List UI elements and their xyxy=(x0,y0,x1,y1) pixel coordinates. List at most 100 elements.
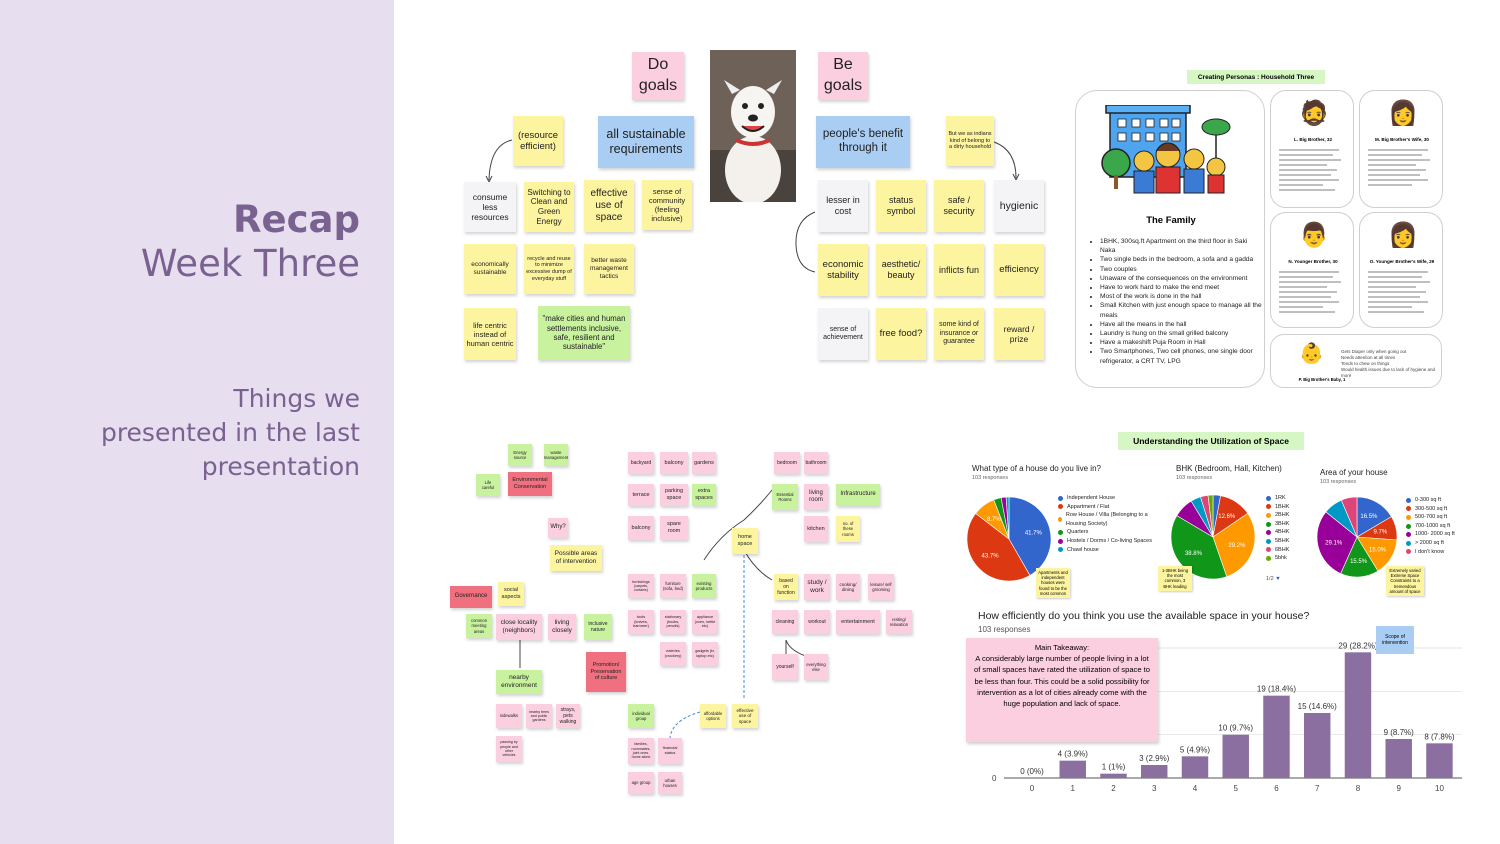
legend-item: 500-700 sq ft xyxy=(1406,513,1480,522)
legend-label: Independent House xyxy=(1067,495,1116,501)
persona-notes-l xyxy=(1279,149,1341,191)
sticky-common-meeting: common meeting areas xyxy=(466,614,492,638)
sticky-insurance: some kind of insurance or guarantee xyxy=(934,308,984,360)
sticky-study-work: study / work xyxy=(804,574,830,600)
q2-responses: 103 responses xyxy=(1176,475,1213,481)
pie-label: 9.7% xyxy=(1374,530,1388,536)
legend-swatch xyxy=(1058,530,1063,536)
sticky-inclusive-nature: inclusive nature xyxy=(584,614,612,640)
legend-item: 2BHK xyxy=(1266,511,1316,520)
sticky-recycle: recycle and reuse to minimize excessive … xyxy=(524,244,574,294)
pie-chart-house-type: 41.7%43.7%8.7% xyxy=(966,496,1052,582)
q3-note: Extremely varied Extreme Space Constrain… xyxy=(1386,566,1424,597)
woman-curly-icon: 👩 xyxy=(1388,222,1418,249)
bar-data-label: 3 (2.9%) xyxy=(1139,754,1170,763)
x-tick-label: 3 xyxy=(1152,784,1157,793)
legend-label: 0-300 sq ft xyxy=(1415,497,1441,503)
sticky-free-food: free food? xyxy=(876,308,926,360)
family-point: Have a makeshift Puja Room in Hall xyxy=(1100,338,1262,347)
bar-data-label: 0 (0%) xyxy=(1020,767,1044,776)
pie-slice xyxy=(966,513,1031,582)
bar xyxy=(1059,760,1086,778)
sticky-backyard: backyard xyxy=(628,452,654,474)
sticky-sense-community: sense of community (feeling inclusive) xyxy=(642,180,692,230)
pie-slice xyxy=(1005,496,1010,540)
sticky-passing: passing by people and other vehicles xyxy=(496,736,522,762)
sticky-urban-houses: urban houses xyxy=(658,772,682,794)
sticky-life-centric: life centric instead of human centric xyxy=(464,308,516,360)
family-card: The Family 1BHK, 300sq.ft Apartment on t… xyxy=(1075,90,1265,388)
q3-responses: 103 responses xyxy=(1320,479,1357,485)
sticky-inflicts-fun: inflicts fun xyxy=(934,244,984,296)
baby-note: Would health issues due to lack of hygie… xyxy=(1341,367,1435,378)
bar xyxy=(1385,739,1412,778)
sticky-families: families, roommates, joint ones, home al… xyxy=(628,738,654,764)
q1-title: What type of a house do you live in? xyxy=(972,464,1101,473)
legend-label: 3BHK xyxy=(1275,520,1290,527)
sticky-cleaning: cleaning xyxy=(772,610,798,634)
pie-label: 43.7% xyxy=(982,554,1000,560)
sticky-effective-use: effective use of space xyxy=(584,180,634,232)
bar xyxy=(1141,765,1168,778)
sticky-furnishings: furnishings (carpets, curtains) xyxy=(628,574,654,598)
family-point: Two single beds in the bedroom, a sofa a… xyxy=(1100,255,1262,264)
sticky-leisure: leisure/ self grooming xyxy=(868,574,894,600)
family-point: Two Smartphones, Two cell phones, one si… xyxy=(1100,347,1262,365)
sticky-efficiency: efficiency xyxy=(994,244,1044,296)
sticky-energy-source: Energy source xyxy=(508,444,532,466)
x-tick-label: 0 xyxy=(1030,784,1035,793)
legend-item: 1RK xyxy=(1266,494,1316,503)
x-tick-label: 1 xyxy=(1071,784,1076,793)
bar-data-label: 1 (1%) xyxy=(1102,763,1126,772)
legend-label: 1BHK xyxy=(1275,503,1290,510)
pie-label: 8.7% xyxy=(987,517,1001,523)
sticky-based-function: based on function xyxy=(774,574,798,600)
legend-swatch xyxy=(1058,504,1063,510)
pager-label: 1/2 xyxy=(1266,576,1274,582)
sticky-aesthetic: aesthetic/ beauty xyxy=(876,244,926,296)
bar-data-label: 10 (9.7%) xyxy=(1218,724,1253,733)
sticky-do-goals: Do goals xyxy=(632,52,684,100)
sticky-promotion-culture: Promotion/ Preservation of culture xyxy=(586,652,626,692)
x-tick-label: 5 xyxy=(1234,784,1239,793)
legend-swatch xyxy=(1266,547,1271,553)
persona-card-n: 👨 N. Younger Brother, 30 xyxy=(1270,212,1354,328)
sticky-workout: workout xyxy=(804,610,830,634)
persona-notes-m xyxy=(1368,149,1430,186)
bar-data-label: 15 (14.6%) xyxy=(1298,702,1337,711)
persona-name-p: P. Big Brother's Baby, 1 xyxy=(1298,377,1346,382)
slide-title: Recap Week Three xyxy=(141,198,360,286)
sticky-be-goals: Be goals xyxy=(818,52,868,100)
sticky-stationery: stationary (books, pencils) xyxy=(660,610,686,634)
sticky-bathroom: bathroom xyxy=(804,452,828,474)
sticky-individual: individual group xyxy=(628,704,654,728)
woman-icon: 👩 xyxy=(1388,100,1418,127)
sticky-make-cities: "make cities and human settlements inclu… xyxy=(538,306,630,360)
pager-down-icon[interactable]: ▼ xyxy=(1275,576,1281,582)
legend-item: 300-500 sq ft xyxy=(1406,505,1480,514)
sticky-existing-products: existing products xyxy=(692,574,716,598)
bar-data-label: 9 (8.7%) xyxy=(1384,728,1415,737)
sticky-sidewalks: sidewalks xyxy=(496,704,522,728)
legend-label: 500-700 sq ft xyxy=(1415,514,1448,521)
legend-swatch xyxy=(1266,512,1271,518)
sticky-sense-achievement: sense of achievement xyxy=(818,308,868,360)
survey-header: Understanding the Utilization of Space xyxy=(1118,432,1304,450)
dog-icon xyxy=(710,50,796,202)
q2-pager[interactable]: 1/2 ▼ xyxy=(1266,576,1281,582)
sticky-reward: reward / prize xyxy=(994,308,1044,360)
persona-card-m: 👩 M. Big Brother's Wife, 30 xyxy=(1359,90,1443,208)
sticky-governance: Governance xyxy=(450,586,492,608)
bar xyxy=(1100,773,1127,778)
sticky-living-closely: living closely xyxy=(548,614,576,640)
sticky-yourself: yourself xyxy=(772,654,798,680)
bar xyxy=(1263,695,1290,778)
q2-title: BHK (Bedroom, Hall, Kitchen) xyxy=(1176,464,1282,473)
sticky-indians: But we as indians kind of belong to a di… xyxy=(946,116,994,166)
pie-slice xyxy=(1212,512,1256,578)
title-light: Week Three xyxy=(140,242,360,285)
bar-chart-title: How efficiently do you think you use the… xyxy=(978,610,1310,622)
persona-header: Creating Personas : Household Three xyxy=(1187,70,1325,84)
